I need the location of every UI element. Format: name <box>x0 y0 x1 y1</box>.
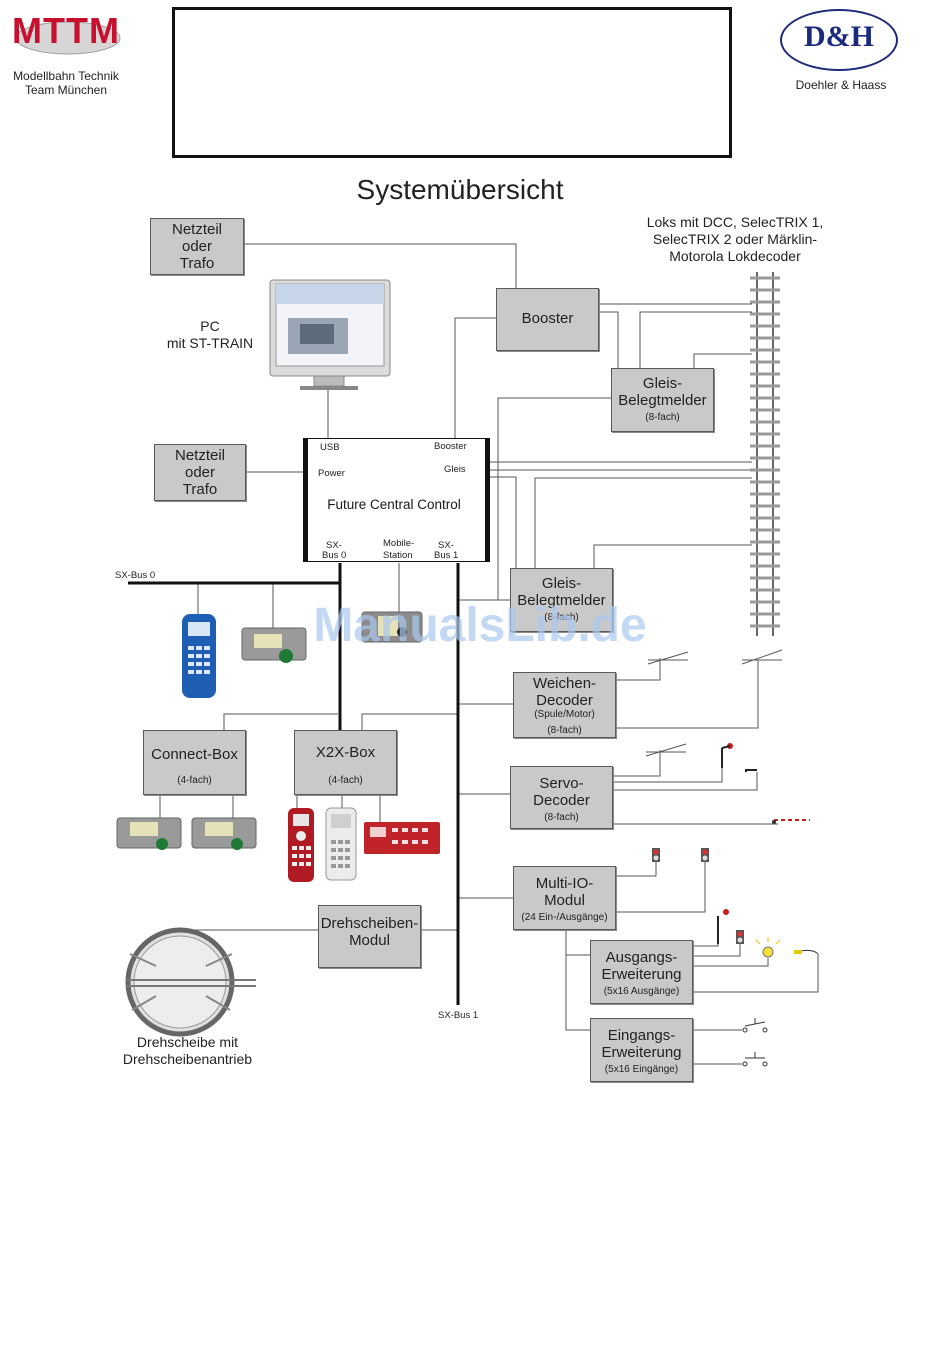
multiio-line-2: Modul <box>544 892 585 909</box>
drehmodul-line-1: Drehscheiben- <box>320 915 419 932</box>
watermark: ManualsLib.de <box>313 599 647 652</box>
servo-decoder-box: Servo- Decoder (8-fach) <box>510 766 613 829</box>
netzteil-top-line-1: Netzteil <box>171 221 223 238</box>
fcc-power-label: Power <box>318 468 345 479</box>
x2x-box-box: X2X-Box (4-fach) <box>294 730 397 795</box>
netzteil-top-box: Netzteil oder Trafo <box>150 218 244 275</box>
servo-line-2: Decoder <box>533 792 590 809</box>
multiio-line-1: Multi-IO- <box>535 875 594 892</box>
netzteil-mid-line-3: Trafo <box>182 481 218 498</box>
turntable-caption-line-1: Drehscheibe mit <box>136 1034 239 1050</box>
drehscheiben-modul-box: Drehscheiben- Modul <box>318 905 421 968</box>
pc-label-line-2: mit ST-TRAIN <box>166 335 254 351</box>
ausgang-sub: (5x16 Ausgänge) <box>603 986 680 997</box>
netzteil-top-line-3: Trafo <box>179 255 215 272</box>
fcc-gleis-label: Gleis <box>444 464 466 475</box>
booster-label: Booster <box>521 310 574 327</box>
fcc-sx0-line-1: SX- <box>326 540 342 551</box>
signal-icons <box>652 743 819 958</box>
gleis-belegtmelder-2-box: Gleis- Belegtmelder (8-fach) <box>510 568 613 632</box>
fcc-sx0-line-2: Bus 0 <box>322 550 347 561</box>
track-caption-line-3: Motorola Lokdecoder <box>669 248 801 264</box>
fcc-usb-label: USB <box>320 442 340 453</box>
ausgang-line-1: Ausgangs- <box>605 949 678 966</box>
fcc-title: Future Central Control <box>327 497 461 512</box>
connect-box-label: Connect-Box <box>151 746 238 763</box>
fcc-sx1-line-2: Bus 1 <box>434 550 459 561</box>
netzteil-mid-box: Netzteil oder Trafo <box>154 444 246 501</box>
mttm-logo-text: MTTM <box>12 10 120 51</box>
mttm-subtitle-2: Team München <box>24 83 108 97</box>
gleis-1-sub: (8-fach) <box>645 412 680 423</box>
track-caption-line-1: Loks mit DCC, SelecTRIX 1, <box>646 214 824 230</box>
turntable-caption-line-2: Drehscheibenantrieb <box>122 1051 253 1067</box>
connect-box-sub: (4-fach) <box>177 775 212 786</box>
x2x-box-label: X2X-Box <box>315 744 376 761</box>
gleis-2-line-1: Gleis- <box>541 575 582 592</box>
page-title: Systemübersicht <box>356 174 564 205</box>
fcc-sx1-line-1: SX- <box>438 540 454 551</box>
eingangs-erweiterung-box: Eingangs- Erweiterung (5x16 Eingänge) <box>590 1018 693 1082</box>
switch-symbols <box>742 1018 768 1067</box>
multiio-sub: (24 Ein-/Ausgänge) <box>521 912 608 923</box>
header-frame <box>172 7 732 158</box>
drehmodul-line-2: Modul <box>349 932 390 949</box>
sxbus0-label: SX-Bus 0 <box>115 570 156 581</box>
track-caption-line-2: SelecTRIX 2 oder Märklin- <box>652 231 818 247</box>
dh-logo-text: D&H <box>804 20 874 53</box>
mttm-logo-mark <box>15 21 121 55</box>
weichen-sub-1: (Spule/Motor) <box>534 709 595 720</box>
netzteil-mid-line-2: oder <box>184 464 216 481</box>
sxbus1-label: SX-Bus 1 <box>438 1010 479 1021</box>
gleis-belegtmelder-1-box: Gleis- Belegtmelder (8-fach) <box>611 368 714 432</box>
weichen-decoder-box: Weichen- Decoder (Spule/Motor) (8-fach) <box>513 672 616 738</box>
dh-logo <box>780 9 898 71</box>
gleis-2-line-2: Belegtmelder <box>517 592 606 609</box>
gleis-2-sub: (8-fach) <box>544 612 579 623</box>
x2x-box-sub: (4-fach) <box>328 775 363 786</box>
future-central-control-box <box>303 438 490 562</box>
netzteil-mid-line-1: Netzteil <box>174 447 226 464</box>
fcc-mobile-line-1: Mobile- <box>383 538 415 549</box>
track-graphic <box>750 272 780 636</box>
connect-box-box: Connect-Box (4-fach) <box>143 730 246 795</box>
ausgangs-erweiterung-box: Ausgangs- Erweiterung (5x16 Ausgänge) <box>590 940 693 1004</box>
dh-subtitle: Doehler & Haass <box>795 78 887 92</box>
netzteil-top-line-2: oder <box>181 238 213 255</box>
pc-label-line-1: PC <box>200 318 220 334</box>
weichen-sub-2: (8-fach) <box>547 725 582 736</box>
device-graphics <box>116 611 440 882</box>
turntable-graphic <box>125 927 256 1037</box>
fcc-mobile-line-2: Station <box>383 550 413 561</box>
gleis-1-line-2: Belegtmelder <box>618 392 707 409</box>
eingang-line-1: Eingangs- <box>607 1027 676 1044</box>
turnout-symbols <box>645 649 783 757</box>
pc-monitor-graphic <box>269 279 391 390</box>
mttm-logo: MTTM <box>8 8 123 58</box>
eingang-line-2: Erweiterung <box>601 1044 682 1061</box>
mttm-subtitle-1: Modellbahn Technik <box>13 69 119 83</box>
weichen-line-1: Weichen- <box>532 675 597 692</box>
booster-box: Booster <box>496 288 599 351</box>
gleis-1-line-1: Gleis- <box>642 375 683 392</box>
weichen-line-2: Decoder <box>536 692 593 709</box>
fcc-booster-label: Booster <box>434 441 467 452</box>
multi-io-modul-box: Multi-IO- Modul (24 Ein-/Ausgänge) <box>513 866 616 930</box>
servo-sub: (8-fach) <box>544 812 579 823</box>
ausgang-line-2: Erweiterung <box>601 966 682 983</box>
servo-line-1: Servo- <box>539 775 584 792</box>
eingang-sub: (5x16 Eingänge) <box>604 1064 679 1075</box>
